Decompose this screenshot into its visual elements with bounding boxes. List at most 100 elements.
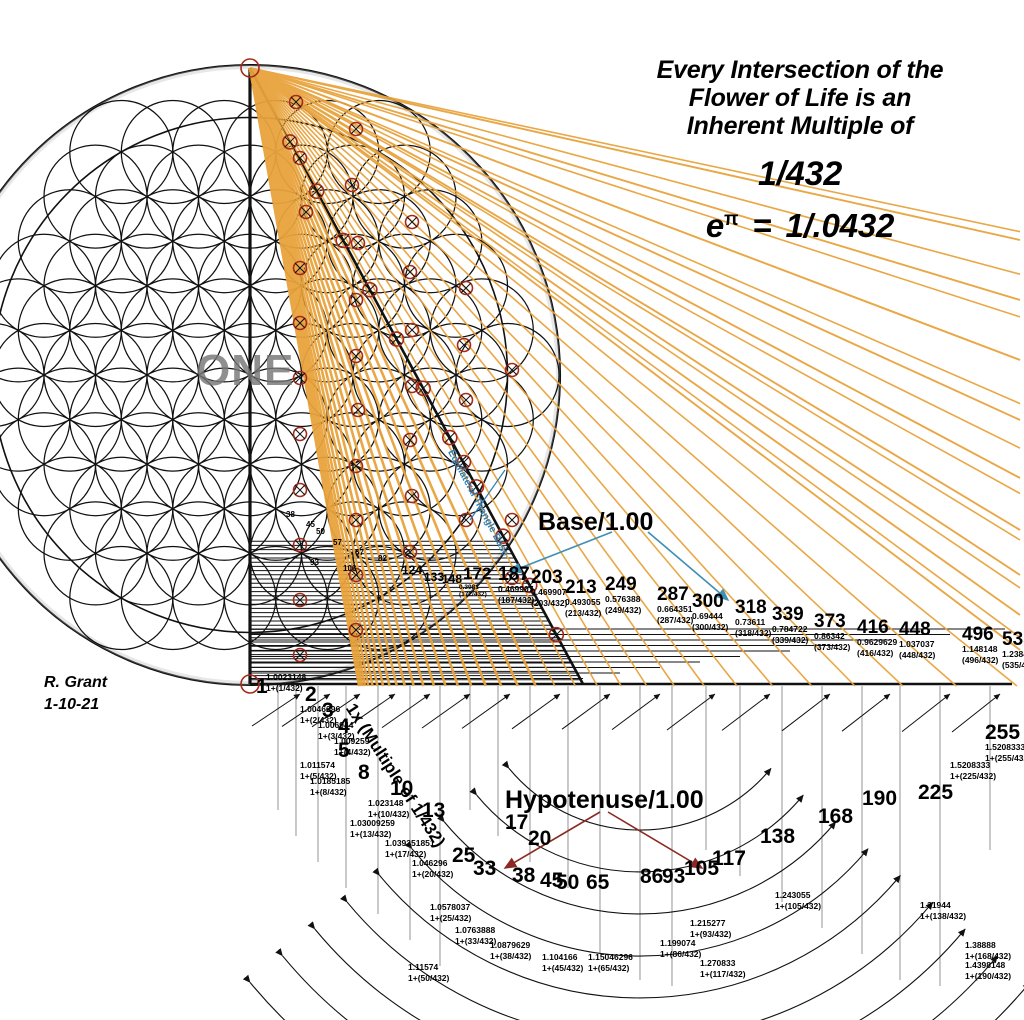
hyp-node-decimal: 1.0578037 — [430, 902, 471, 912]
base-node-decimal: 0.576388 — [605, 594, 641, 604]
base-label: Base/1.00 — [538, 508, 654, 536]
hyp-node-decimal: 1.011574 — [300, 760, 335, 770]
minor-node-38: 38 — [286, 510, 295, 519]
hyp-node-5: 5 — [338, 740, 350, 761]
hyp-node-decimal: 1.38888 — [965, 940, 996, 950]
hyp-node-number: 17 — [505, 811, 529, 834]
euler-base: e — [705, 207, 724, 244]
hyp-node-fraction: 1+(255/432) — [985, 753, 1024, 764]
hyp-node-number: 13 — [422, 799, 446, 822]
hyp-node-decimal: 1.03009259 — [350, 818, 395, 828]
hyp-node-number: 65 — [586, 871, 610, 894]
hyp-node-decimal: 1.039351851 — [385, 838, 435, 848]
base-node-number: 416 — [857, 617, 889, 638]
hyp-node-fraction: 1+(4/432) — [334, 747, 371, 758]
minor-node-172: 172 — [463, 564, 492, 583]
base-node-fraction: (448/432) — [899, 649, 936, 660]
hyp-node-decimal: 1.006944 — [318, 720, 354, 730]
base-node-decimal: 0.69444 — [692, 611, 723, 621]
hyp-node-fraction: 1+(25/432) — [430, 913, 472, 924]
hyp-node-190: 190 — [862, 788, 897, 809]
hyp-node-number: 117 — [712, 847, 746, 870]
base-node-decimal: 0.86342 — [814, 631, 845, 641]
hyp-node-decimal: 1.31944 — [920, 900, 951, 910]
hyp-node-fraction: 1+(17/432) — [385, 849, 427, 860]
base-node-fraction: (339/432) — [772, 634, 809, 645]
hyp-node-86: 86 — [640, 866, 663, 887]
base-node-number: 535 — [1002, 629, 1024, 650]
hyp-node-decimal: 1.199074 — [660, 938, 696, 948]
signature: R. Grant 1-10-21 — [44, 672, 107, 715]
hyp-node-decimal: 1.270833 — [700, 958, 736, 968]
base-node-535: 5351.23842(535/432) — [1002, 630, 1024, 670]
hyp-node-decimal: 1.104166 — [542, 952, 578, 962]
base-node-decimal: 0.664351 — [657, 604, 693, 614]
hyp-node-25: 25 — [452, 845, 475, 866]
equals-sign: = — [752, 207, 772, 244]
hyp-node-fraction: 1+(190/432) — [965, 971, 1012, 982]
base-node-number: 448 — [899, 619, 931, 640]
hyp-node-50: 50 — [556, 872, 579, 893]
hyp-node-10: 10 — [390, 778, 413, 799]
page-title: Every Intersection of the Flower of Life… — [600, 56, 1000, 140]
title-line-3: Inherent Multiple of — [686, 112, 914, 140]
minor-node-45: 45 — [306, 520, 315, 529]
hyp-node-fraction: 1+(105/432) — [775, 901, 822, 912]
hyp-node-fraction: 1+(65/432) — [588, 963, 630, 974]
hyp-node-decimal: 1.023148 — [368, 798, 404, 808]
hyp-node-2: 2 — [305, 684, 317, 705]
base-node-number: 300 — [692, 591, 724, 612]
hyp-node-225: 225 — [918, 782, 953, 803]
base-node-number: 249 — [605, 574, 637, 595]
hyp-node-fraction: 1+(33/432) — [455, 936, 497, 947]
hyp-node-fraction: 1+(1/432) — [266, 683, 303, 694]
hyp-node-33: 33 — [473, 858, 496, 879]
base-node-number: 287 — [657, 584, 689, 605]
minor-node-124: 124 — [402, 563, 423, 577]
hyp-node-38: 38 — [512, 865, 535, 886]
hyp-node-number: 168 — [818, 805, 854, 828]
title-fraction: 1/432 — [757, 155, 843, 193]
hyp-node-decimal: 1.0879629 — [490, 940, 531, 950]
hyp-node-fraction: 1+(2/432) — [300, 715, 337, 726]
hyp-node-decimal: 1.11574 — [408, 962, 439, 972]
hyp-node-number: 4 — [338, 715, 350, 738]
hyp-node-number: 105 — [684, 857, 720, 880]
hyp-node-255: 255 — [985, 722, 1020, 743]
base-node-decimal: 0.9629629 — [857, 637, 898, 647]
base-node-fraction: (287/432) — [657, 614, 694, 625]
euler-value: 1/.0432 — [785, 207, 895, 244]
hyp-node-number: 5 — [338, 739, 350, 762]
hyp-node-number: 190 — [862, 787, 898, 810]
hyp-node-fraction: 1+(38/432) — [490, 951, 532, 962]
hyp-node-decimal: 1.046296 — [412, 858, 448, 868]
hyp-node-fraction: 1+(86/432) — [660, 949, 702, 960]
hyp-node-93: 93 — [662, 866, 685, 887]
hyp-node-fraction: 1+(117/432) — [700, 969, 746, 980]
hyp-node-fraction: 1+(225/432) — [950, 771, 997, 782]
hyp-node-number: 20 — [528, 827, 552, 850]
hyp-node-number: 45 — [540, 869, 564, 892]
hyp-node-fraction: 1+(93/432) — [690, 929, 732, 940]
hyp-node-number: 225 — [918, 781, 954, 804]
title-line-1: Every Intersection of the — [656, 56, 944, 84]
